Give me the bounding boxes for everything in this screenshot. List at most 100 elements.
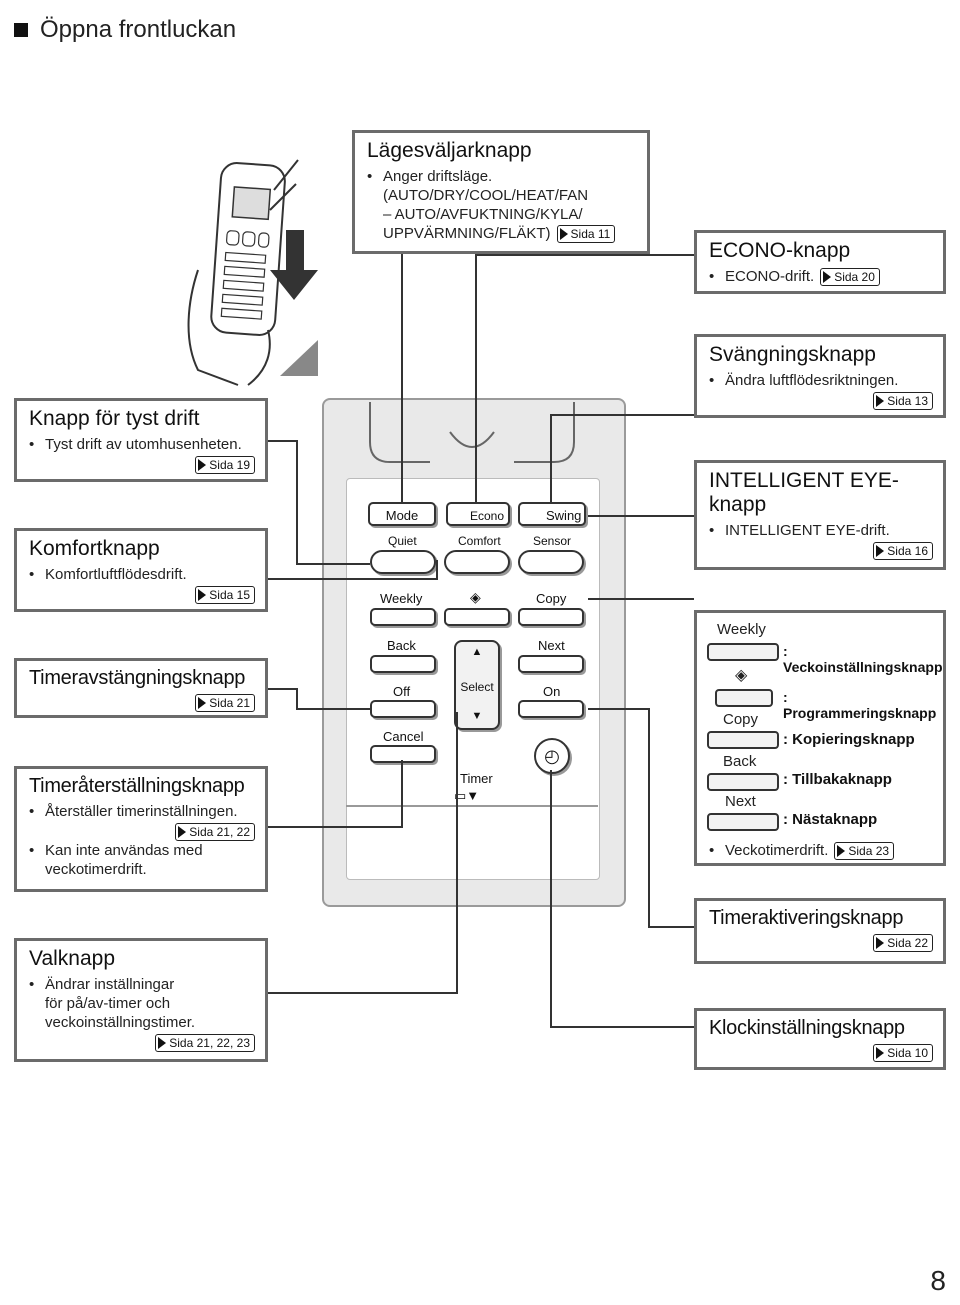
box-title: Knapp för tyst drift — [29, 407, 200, 430]
page-reference[interactable]: Sida 20 — [820, 267, 880, 286]
page-reference[interactable]: Sida 11 — [556, 224, 616, 243]
timer-on-button-box: Timeraktiveringsknapp Sida 22 — [694, 898, 946, 964]
box-text: ECONO-drift. — [709, 267, 814, 286]
box-text: – AUTO/AVFUKTNING/KYLA/ — [383, 206, 583, 224]
clock-button[interactable]: ◴ — [534, 738, 570, 774]
leader-line — [588, 708, 650, 710]
back-legend-desc: : Tillbakaknapp — [783, 771, 892, 788]
mode-button[interactable]: Mode — [368, 502, 436, 526]
box-text: INTELLIGENT EYE-drift. — [709, 521, 933, 540]
program-button[interactable] — [444, 608, 510, 626]
play-triangle-icon — [837, 844, 846, 857]
swing-button[interactable]: Swing — [518, 502, 586, 526]
quiet-button[interactable] — [370, 550, 436, 574]
program-icon: ◈ — [735, 667, 748, 684]
box-text: veckotimerdrift. — [45, 861, 147, 878]
copy-legend-button-icon — [707, 731, 779, 749]
page-reference[interactable]: Sida 16 — [873, 542, 933, 561]
leader-line — [550, 1026, 694, 1028]
copy-label: Copy — [536, 591, 567, 606]
box-title: Komfortknapp — [29, 537, 160, 560]
play-triangle-icon — [876, 395, 885, 408]
box-title: Klockinställningsknapp — [709, 1017, 905, 1039]
comfort-button-box: Komfortknapp Komfortluftflödesdrift. Sid… — [14, 528, 268, 612]
leader-line — [550, 770, 552, 1028]
cancel-button[interactable] — [370, 745, 436, 763]
clock-icon: ◴ — [544, 746, 560, 766]
quiet-label: Quiet — [388, 534, 417, 548]
box-title: Timeraktiveringsknapp — [709, 907, 904, 929]
box-text: (AUTO/DRY/COOL/HEAT/FAN — [383, 187, 589, 205]
play-triangle-icon — [559, 227, 568, 240]
page-reference[interactable]: Sida 13 — [873, 392, 933, 411]
clock-button-box: Klockinställningsknapp Sida 10 — [694, 1008, 946, 1070]
box-text: Ändrar inställningar — [29, 975, 255, 994]
leader-line — [268, 688, 298, 690]
play-triangle-icon — [198, 589, 207, 602]
econo-button[interactable]: Econo — [446, 502, 510, 526]
box-title: Valknapp — [29, 947, 116, 970]
box-text: Återställer timerinställningen. — [29, 802, 255, 821]
box-title: Timeravstängningsknapp — [29, 667, 246, 689]
page-reference[interactable]: Sida 23 — [834, 841, 895, 860]
sensor-label: Sensor — [533, 534, 572, 548]
timer-off-button[interactable] — [370, 700, 436, 718]
box-title: Svängningsknapp — [709, 343, 876, 366]
cancel-label: Cancel — [383, 729, 424, 744]
box-title: Lägesväljarknapp — [367, 139, 532, 162]
box-text: veckoinställningstimer. — [45, 1014, 196, 1032]
box-title: ECONO-knapp — [709, 239, 851, 262]
leader-line — [475, 254, 477, 504]
next-legend-button-icon — [707, 813, 779, 831]
page-number: 8 — [930, 1265, 946, 1296]
divider — [346, 805, 598, 807]
next-button[interactable] — [518, 655, 584, 673]
leader-line — [268, 826, 402, 828]
timer-on-button[interactable] — [518, 700, 584, 718]
leader-line — [550, 414, 552, 504]
leader-line — [648, 708, 650, 928]
play-triangle-icon — [158, 1037, 167, 1050]
play-triangle-icon — [876, 937, 885, 949]
page-heading: Öppna frontluckan — [14, 16, 236, 44]
box-text: för på/av-timer och — [45, 995, 171, 1013]
timer-off-button-box: Timeravstängningsknapp Sida 21 — [14, 658, 268, 718]
copy-legend-desc: : Kopieringsknapp — [783, 731, 915, 748]
leader-line — [550, 414, 695, 416]
page-reference[interactable]: Sida 15 — [195, 586, 255, 605]
box-title: INTELLIGENT EYE- — [709, 469, 899, 492]
quiet-button-box: Knapp för tyst drift Tyst drift av utomh… — [14, 398, 268, 482]
page-reference[interactable]: Sida 21, 22, 23 — [155, 1034, 255, 1053]
page-title: Öppna frontluckan — [40, 16, 237, 43]
comfort-button[interactable] — [444, 550, 510, 574]
hand-remote-illustration — [187, 159, 318, 386]
weekly-button[interactable] — [370, 608, 436, 626]
page-reference[interactable]: Sida 21, 22 — [175, 823, 255, 841]
leader-line — [268, 992, 458, 994]
back-button[interactable] — [370, 655, 436, 673]
leader-line — [588, 598, 694, 600]
play-triangle-icon — [876, 545, 885, 558]
page-reference[interactable]: Sida 19 — [195, 456, 255, 475]
leader-line — [401, 254, 403, 504]
select-down-icon: ▼ — [471, 710, 483, 722]
next-label: Next — [538, 638, 565, 653]
leader-line — [296, 708, 370, 710]
page-reference[interactable]: Sida 21 — [195, 694, 255, 712]
program-legend-button-icon — [715, 689, 773, 707]
box-text: Anger driftsläge. — [367, 167, 637, 186]
leader-line — [401, 760, 403, 828]
leader-line — [456, 712, 458, 994]
box-text: Ändra luftflödesriktningen. — [709, 371, 933, 390]
sensor-button[interactable] — [518, 550, 584, 574]
mode-button-box: Lägesväljarknapp Anger driftsläge. (AUTO… — [352, 130, 650, 254]
down-arrow-icon — [270, 230, 318, 300]
play-triangle-icon — [876, 1047, 885, 1059]
copy-button[interactable] — [518, 608, 584, 626]
leader-line — [588, 515, 694, 517]
copy-legend-label: Copy — [723, 711, 759, 728]
select-button[interactable]: ▲ Select ▼ — [454, 640, 500, 730]
page-reference[interactable]: Sida 22 — [873, 934, 933, 952]
page-reference[interactable]: Sida 10 — [873, 1044, 933, 1062]
box-title: Timeråterställningsknapp — [29, 775, 245, 797]
